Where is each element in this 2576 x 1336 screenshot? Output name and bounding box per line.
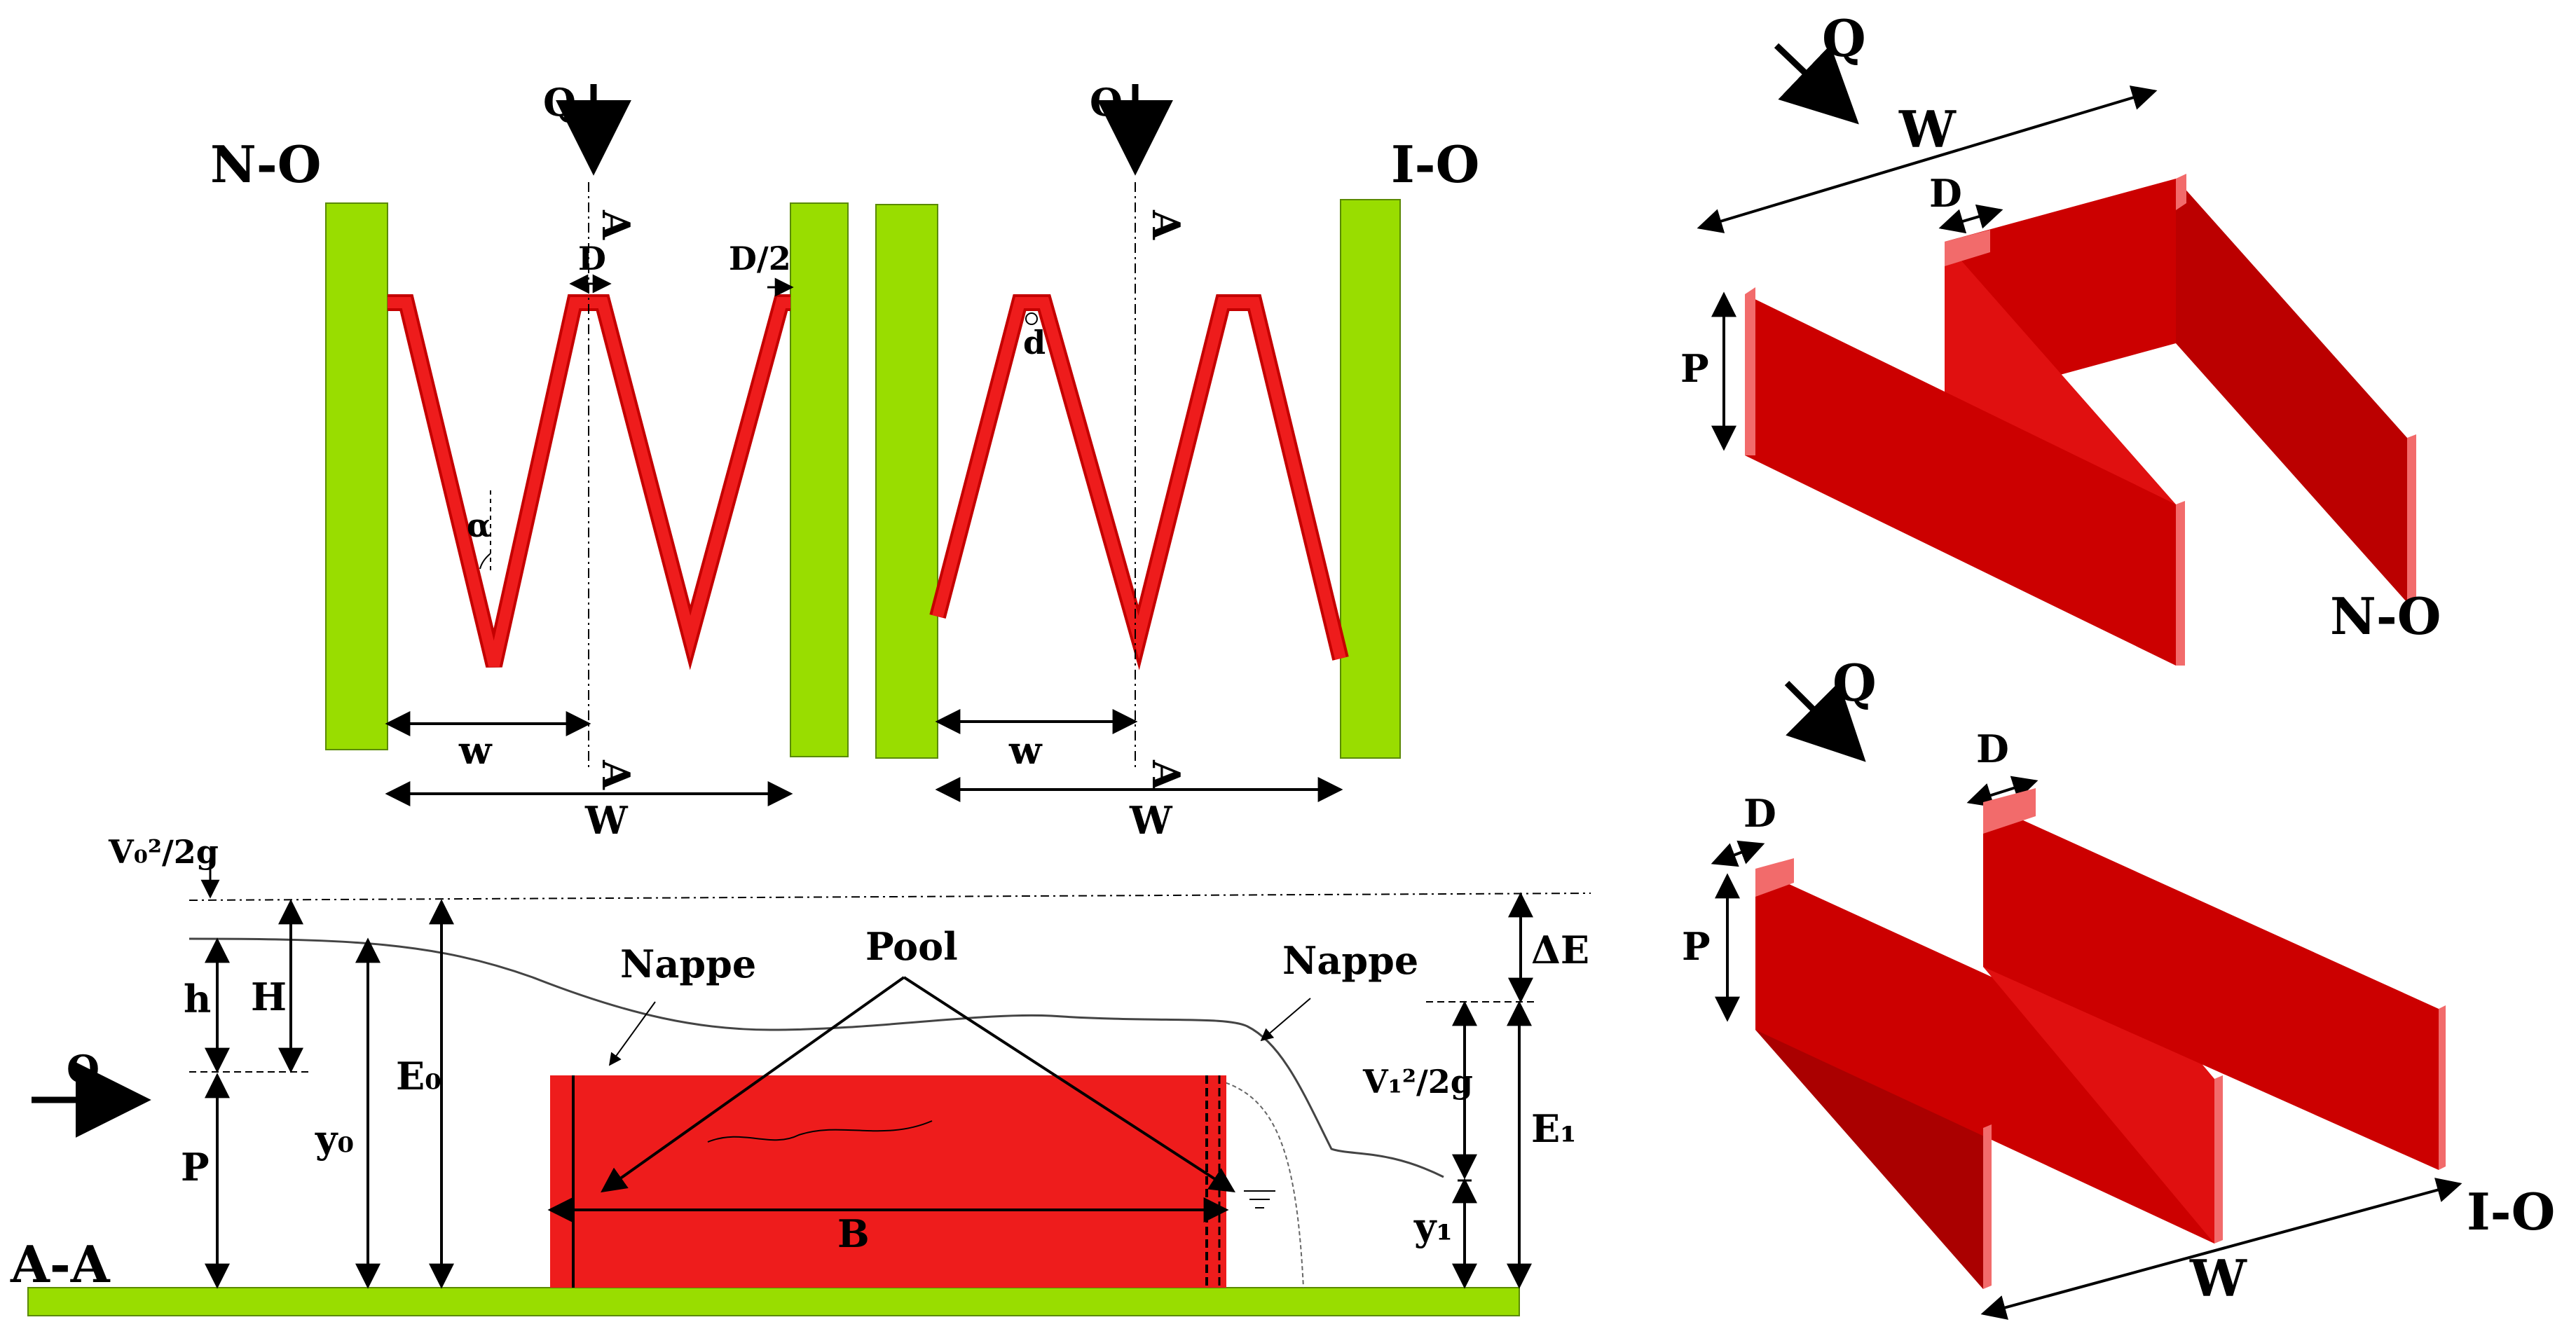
dim-W-label-iso-io: W <box>2189 1248 2247 1308</box>
v1-head-label: V₁²/2g <box>1362 1063 1473 1101</box>
dim-W-label-iso-no: W <box>1898 99 1957 159</box>
flow-label-no: Q <box>543 80 576 125</box>
dim-P-label-iso-no: P <box>1680 346 1709 391</box>
dim-D-left-iso-io <box>1711 840 1765 867</box>
channel-floor <box>27 1287 1520 1316</box>
side-wall-middle-right <box>875 204 938 759</box>
iso-io-edge-2 <box>1755 858 1794 897</box>
iso-io-panel-2 <box>1755 869 2214 1244</box>
iso-no-panel-1 <box>1745 294 2176 666</box>
side-wall-left <box>325 202 388 750</box>
dim-h-label: h <box>184 977 211 1021</box>
flow-arrow-iso-io <box>1784 680 1866 762</box>
section-mark-bottom-no: A <box>594 759 638 790</box>
section-mark-top-no: A <box>594 209 638 240</box>
weir-plan-io <box>932 297 1346 660</box>
pool-pointer-left <box>601 976 905 1193</box>
alpha-arc <box>479 553 491 570</box>
water-level-symbol <box>1244 1190 1275 1208</box>
nappe-pointer-right <box>1260 998 1311 1042</box>
dim-d-label: d <box>1023 324 1046 361</box>
iso-io-edge-5 <box>2439 1005 2446 1170</box>
iso-no-edge-3 <box>2176 174 2186 210</box>
dim-D-top-iso-io <box>1966 776 2039 808</box>
pool-label: Pool <box>865 924 958 969</box>
pool-pointer-right <box>903 976 1236 1192</box>
dim-dE-label: ΔE <box>1531 928 1589 972</box>
dim-W-iso-io <box>1980 1178 2462 1320</box>
dim-E1-label: E₁ <box>1531 1106 1577 1151</box>
plan-no-title: N-O <box>210 135 321 194</box>
nappe-pointer-left <box>608 1001 656 1066</box>
weir-section <box>550 1075 1226 1288</box>
dim-B-label: B <box>837 1211 870 1256</box>
dim-H-label: H <box>251 975 287 1019</box>
v0-head-label: V₀²/2g <box>108 833 219 871</box>
dim-D-top-label-iso-io: D <box>1976 726 2009 771</box>
energy-line <box>189 893 1591 901</box>
iso-no: Q W D P N-O <box>1680 8 2441 666</box>
dim-y0-label: y₀ <box>315 1117 354 1162</box>
iso-no-edge-5 <box>2407 434 2416 602</box>
section-aa: A-A V₀²/2g B Pool Nappe Nappe h H <box>10 833 1591 1316</box>
iso-io-edge-1 <box>1983 788 2036 834</box>
flow-label-io: Q <box>1090 80 1123 125</box>
iso-no-edge-2 <box>1945 230 1990 266</box>
weir-plan-outline-io <box>929 294 1349 670</box>
side-wall-right <box>1340 199 1401 759</box>
dim-E0-label: E₀ <box>396 1054 441 1099</box>
dim-P-section-label: P <box>181 1145 210 1190</box>
nappe-label-left: Nappe <box>620 942 756 986</box>
nappe-curve-right <box>1212 1078 1304 1288</box>
water-surface <box>189 937 1444 1178</box>
iso-no-panel-4 <box>2176 179 2407 602</box>
flow-label-iso-no: Q <box>1822 8 1866 68</box>
nappe-label-right: Nappe <box>1282 938 1418 983</box>
dim-D-iso-no <box>1938 204 2003 234</box>
section-mark-top-io: A <box>1144 209 1188 240</box>
side-wall-middle-left <box>790 202 849 757</box>
plan-io-title: I-O <box>1391 135 1479 194</box>
iso-io-edge-3 <box>1983 1124 1992 1289</box>
dim-P-label-iso-io: P <box>1682 924 1711 969</box>
plan-no: N-O Q A A D D/2 α w W <box>210 80 849 843</box>
dim-D-left-label-iso-io: D <box>1743 791 1776 836</box>
dim-w-label-no: w <box>458 728 493 773</box>
plan-io: I-O Q A A d w W <box>875 80 1479 843</box>
iso-io-label: I-O <box>2467 1182 2555 1241</box>
flow-label-section: Q <box>67 1047 100 1091</box>
dim-W-iso-no <box>1697 85 2158 233</box>
iso-no-edge-4 <box>2176 501 2185 666</box>
iso-no-label: N-O <box>2330 586 2441 646</box>
crest-detail-circle <box>1025 312 1038 325</box>
flow-label-iso-io: Q <box>1832 653 1877 712</box>
section-title: A-A <box>10 1234 111 1294</box>
dim-W-label-io: W <box>1129 798 1173 843</box>
dim-Dhalf-label: D/2 <box>729 240 791 277</box>
alpha-label: α <box>467 507 491 544</box>
weir-plan-no <box>388 297 790 667</box>
iso-no-edge-1 <box>1745 287 1755 455</box>
dim-w-label-io: w <box>1008 728 1043 773</box>
section-mark-bottom-io: A <box>1144 759 1188 790</box>
iso-io: Q D D P W I-O <box>1682 653 2555 1320</box>
dim-D-label-iso-no: D <box>1929 171 1962 216</box>
dim-D-label-no: D <box>578 240 606 277</box>
dim-W-label-no: W <box>584 798 629 843</box>
iso-io-edge-4 <box>2214 1075 2223 1244</box>
surface-ripple <box>707 1120 933 1143</box>
dim-y1-label: y₁ <box>1413 1204 1453 1249</box>
iso-io-panel-4 <box>1983 802 2439 1170</box>
